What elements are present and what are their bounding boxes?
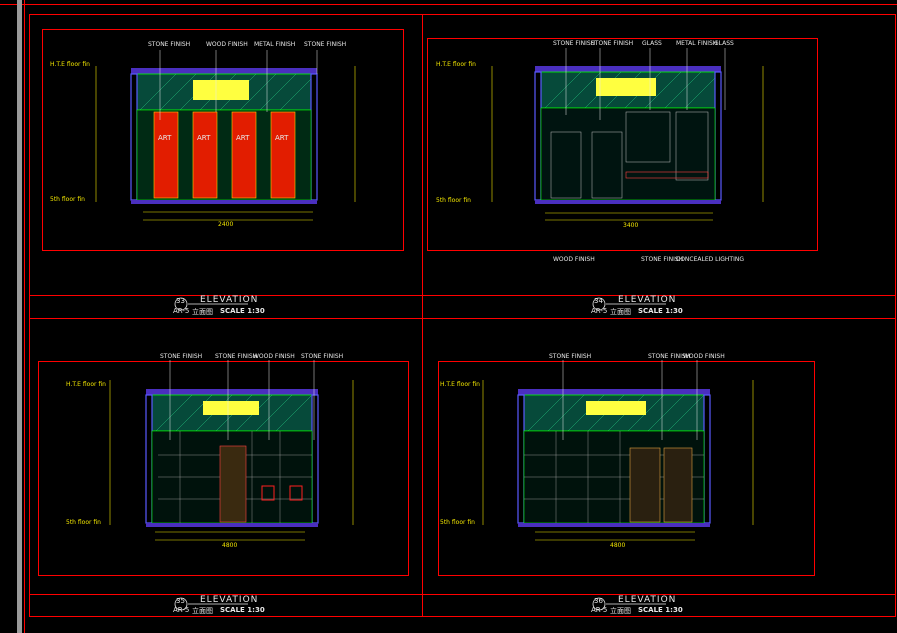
elev1-number: 33 xyxy=(176,297,185,305)
elev2-callout-5: GLASS xyxy=(714,40,734,47)
elev1-level-bottom: 5th floor fin xyxy=(50,196,85,203)
elev2-sheet: AR-5 xyxy=(591,307,608,315)
elev1-art-3: ART xyxy=(236,134,250,142)
callout-leaders xyxy=(159,48,726,440)
elev2-bottom-callout-2: STONE FINISH xyxy=(641,256,684,263)
elev2-title: ELEVATION xyxy=(618,295,677,305)
elev2-cn: 立面图 xyxy=(610,308,631,316)
dimension-lines xyxy=(95,66,764,541)
elevation-3-drawing xyxy=(145,389,319,527)
elev2-level-bottom: 5th floor fin xyxy=(436,197,471,204)
elev2-callout-3: GLASS xyxy=(642,40,662,47)
elev4-level-top: H.T.E floor fin xyxy=(440,381,480,388)
elev3-title: ELEVATION xyxy=(200,595,259,605)
elev4-number: 36 xyxy=(594,597,603,605)
elev4-callout-3: WOOD FINISH xyxy=(683,353,725,360)
elev3-level-top: H.T.E floor fin xyxy=(66,381,106,388)
elev3-number: 35 xyxy=(176,597,185,605)
elevation-title-symbols xyxy=(174,297,666,611)
elevation-1-drawing xyxy=(130,68,318,204)
elev1-callout-4: STONE FINISH xyxy=(304,41,347,48)
elev3-callout-4: STONE FINISH xyxy=(301,353,344,360)
elev3-total-dim: 4800 xyxy=(222,542,238,549)
elev4-title: ELEVATION xyxy=(618,595,677,605)
elev4-level-bottom: 5th floor fin xyxy=(440,519,475,526)
elev3-cn: 立面图 xyxy=(192,607,213,615)
left-margin-bar xyxy=(17,0,25,633)
elev1-sheet: AR-5 xyxy=(173,307,190,315)
elev1-art-1: ART xyxy=(158,134,172,142)
elev1-art-2: ART xyxy=(197,134,211,142)
elev2-callout-2: STONE FINISH xyxy=(591,40,634,47)
elev1-callout-2: WOOD FINISH xyxy=(206,41,248,48)
elev1-art-4: ART xyxy=(275,134,289,142)
elev3-level-bottom: 5th floor fin xyxy=(66,519,101,526)
elev4-cn: 立面图 xyxy=(610,607,631,615)
elev3-callout-2: STONE FINISH xyxy=(215,353,258,360)
elev4-scale: SCALE 1:30 xyxy=(638,606,683,614)
elev1-scale: SCALE 1:30 xyxy=(220,307,265,315)
elevation-2-drawing xyxy=(534,66,722,204)
elev1-title: ELEVATION xyxy=(200,295,259,305)
elev4-callout-2: STONE FINISH xyxy=(648,353,691,360)
elev4-callout-1: STONE FINISH xyxy=(549,353,592,360)
sheet-frame xyxy=(0,4,897,617)
viewport-frames xyxy=(38,29,818,576)
elev2-bottom-callout-3: CONCEALED LIGHTING xyxy=(676,256,744,263)
elev2-scale: SCALE 1:30 xyxy=(638,307,683,315)
elev1-level-top: H.T.E floor fin xyxy=(50,61,90,68)
elevation-4-drawing xyxy=(517,389,711,527)
elev2-total-dim: 3400 xyxy=(623,222,639,229)
elev4-sheet: AR-5 xyxy=(591,606,608,614)
elev1-total-dim: 2400 xyxy=(218,221,234,228)
elev3-sheet: AR-5 xyxy=(173,606,190,614)
elev2-level-top: H.T.E floor fin xyxy=(436,61,476,68)
elev1-callout-1: STONE FINISH xyxy=(148,41,191,48)
elev2-callout-4: METAL FINISH xyxy=(676,40,718,47)
elev4-total-dim: 4800 xyxy=(610,542,626,549)
elev3-callout-1: STONE FINISH xyxy=(160,353,203,360)
elev3-callout-3: WOOD FINISH xyxy=(253,353,295,360)
elev1-cn: 立面图 xyxy=(192,308,213,316)
elev2-number: 34 xyxy=(594,297,603,305)
elev3-scale: SCALE 1:30 xyxy=(220,606,265,614)
elev2-callout-1: STONE FINISH xyxy=(553,40,596,47)
elev2-bottom-callout-1: WOOD FINISH xyxy=(553,256,595,263)
elev1-callout-3: METAL FINISH xyxy=(254,41,296,48)
